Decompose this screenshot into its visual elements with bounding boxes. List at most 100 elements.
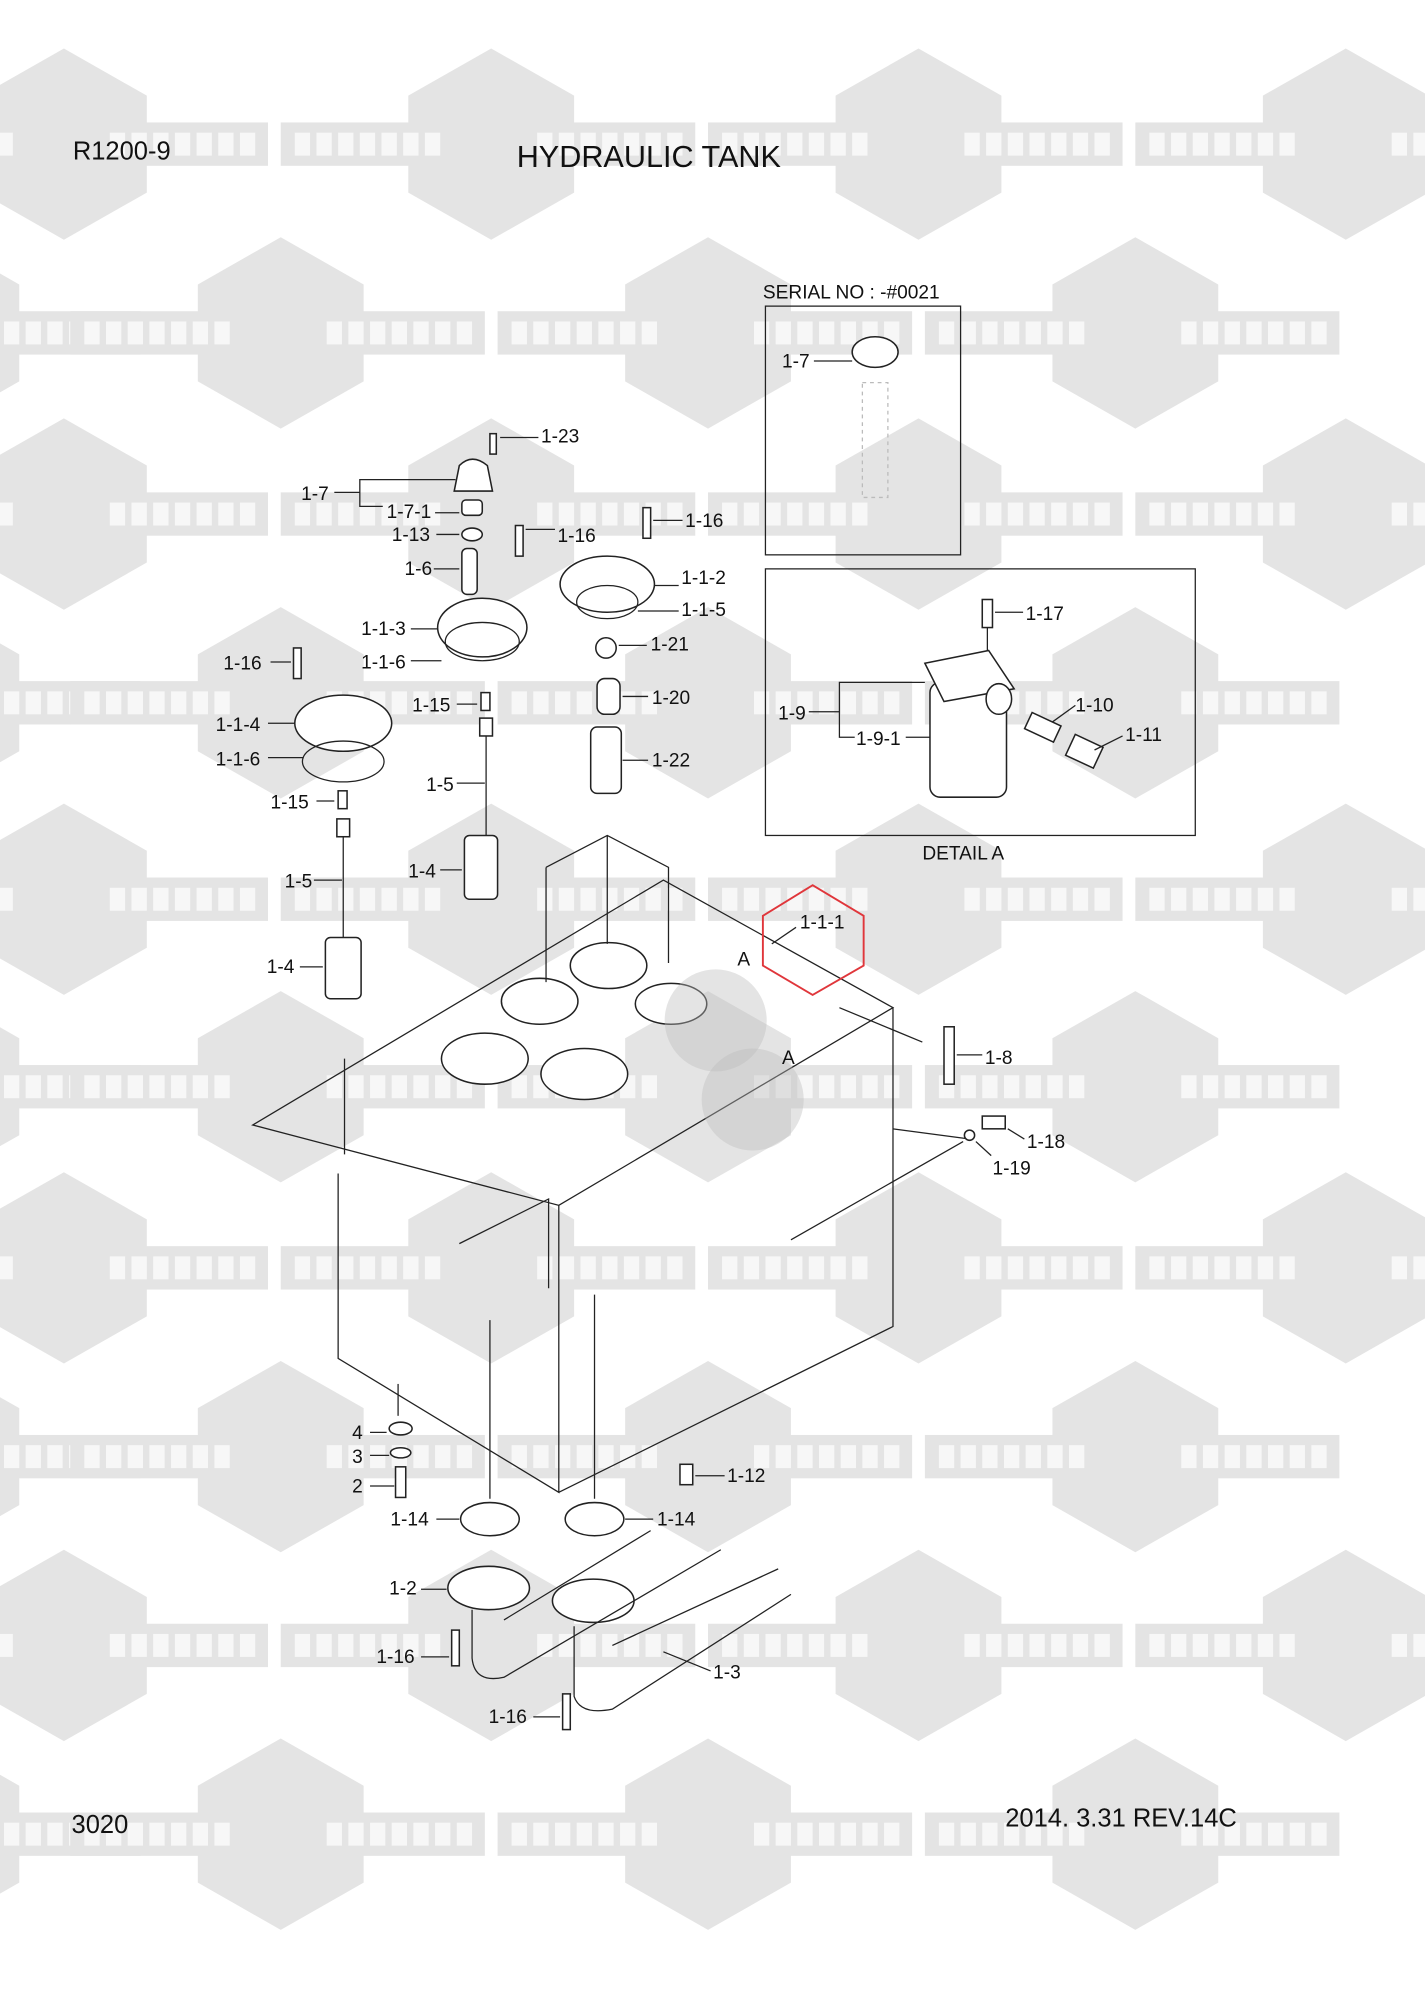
watermark-lettering: [105, 1445, 122, 1469]
watermark-lettering: [819, 1445, 835, 1469]
callout: 1-10: [1075, 696, 1113, 717]
watermark-lettering: [1202, 1075, 1219, 1099]
revision-label: 2014. 3.31 REV.14C: [1005, 1805, 1237, 1833]
watermark-lettering: [645, 1633, 661, 1657]
watermark-lettering: [960, 1445, 976, 1469]
watermark-lettering: [722, 502, 738, 526]
watermark-lettering: [0, 132, 13, 156]
watermark-lettering: [1279, 132, 1295, 156]
watermark-lettering: [1202, 321, 1219, 345]
callout: 1-12: [727, 1466, 765, 1487]
watermark-lettering: [1224, 321, 1240, 345]
watermark-lettering: [667, 887, 683, 911]
watermark-lettering: [47, 1822, 63, 1846]
watermark-lettering: [743, 887, 760, 911]
watermark-lettering: [127, 321, 143, 345]
watermark-lettering: [391, 1822, 408, 1846]
watermark-lettering: [884, 691, 900, 715]
watermark-lettering: [1311, 1822, 1327, 1846]
watermark-lettering: [1236, 132, 1252, 156]
watermark-lettering: [3, 691, 20, 715]
watermark-lettering: [1025, 321, 1041, 345]
watermark-lettering: [153, 132, 169, 156]
watermark-lettering: [109, 1256, 126, 1280]
callout: 4: [352, 1423, 363, 1444]
watermark-lettering: [1257, 887, 1274, 911]
watermark-lettering: [1025, 1445, 1041, 1469]
watermark-lettering: [641, 1075, 658, 1099]
breather-part: [851, 335, 899, 369]
watermark-lettering: [149, 1075, 165, 1099]
watermark-lettering: [294, 1633, 311, 1657]
watermark-lettering: [0, 1633, 13, 1657]
watermark-lettering: [765, 1256, 781, 1280]
watermark-lettering: [537, 887, 553, 911]
watermark-lettering: [753, 1075, 770, 1099]
watermark-lettering: [3, 321, 20, 345]
watermark-lettering: [852, 1256, 868, 1280]
watermark-lettering: [558, 887, 575, 911]
watermark-lettering: [424, 132, 441, 156]
watermark-lettering: [1192, 1256, 1209, 1280]
watermark-lettering: [1072, 1256, 1089, 1280]
watermark-lettering: [623, 502, 640, 526]
watermark-lettering: [1149, 1633, 1165, 1657]
watermark-lettering: [218, 502, 234, 526]
watermark-lettering: [1149, 132, 1165, 156]
callout: 3: [352, 1447, 363, 1468]
watermark-lettering: [131, 1256, 147, 1280]
highlight-hexagon: [761, 884, 865, 997]
watermark-lettering: [370, 1822, 386, 1846]
watermark-lettering: [171, 1075, 187, 1099]
watermark-lettering: [840, 1445, 856, 1469]
watermark-lettering: [435, 321, 451, 345]
watermark-lettering: [381, 132, 397, 156]
watermark-lettering: [775, 1822, 791, 1846]
watermark-lettering: [370, 1445, 386, 1469]
watermark-lettering: [1236, 1633, 1252, 1657]
watermark-lettering: [641, 1445, 658, 1469]
watermark-lettering: [576, 1822, 592, 1846]
callout: 2: [352, 1476, 363, 1497]
watermark-lettering: [174, 1256, 191, 1280]
watermark-lettering: [214, 1075, 230, 1099]
watermark-lettering: [620, 1822, 636, 1846]
watermark-lettering: [196, 502, 212, 526]
watermark-logo: [1052, 1360, 1219, 1553]
detail-a-title: DETAIL A: [922, 844, 1004, 865]
watermark-lettering: [645, 132, 661, 156]
watermark-lettering: [316, 1256, 332, 1280]
watermark-lettering: [862, 1822, 878, 1846]
page-title: HYDRAULIC TANK: [517, 140, 782, 174]
watermark-lettering: [413, 1822, 429, 1846]
watermark-logo: [625, 237, 791, 429]
watermark-lettering: [537, 1256, 553, 1280]
watermark-lettering: [884, 1445, 900, 1469]
watermark-lettering: [1311, 321, 1327, 345]
watermark-lettering: [1267, 321, 1284, 345]
watermark-lettering: [1149, 502, 1165, 526]
callout: 1-6: [404, 559, 432, 580]
callout: 1-1-4: [216, 715, 261, 736]
watermark-lettering: [602, 502, 618, 526]
watermark-lettering: [558, 132, 575, 156]
watermark-lettering: [667, 1633, 683, 1657]
watermark-lettering: [391, 691, 408, 715]
watermark-lettering: [1214, 502, 1230, 526]
watermark-logo: [625, 1738, 791, 1930]
watermark-lettering: [131, 132, 147, 156]
watermark-logo: [0, 418, 147, 610]
watermark-lettering: [424, 1256, 441, 1280]
watermark-lettering: [775, 1445, 791, 1469]
watermark-lettering: [391, 1075, 408, 1099]
watermark-lettering: [830, 132, 846, 156]
watermark-lettering: [1094, 1633, 1110, 1657]
watermark-lettering: [3, 1822, 20, 1846]
watermark-lettering: [938, 1445, 955, 1469]
serial-label: SERIAL NO : -#0021: [763, 282, 940, 303]
watermark-lettering: [359, 1633, 376, 1657]
watermark-lettering: [819, 691, 835, 715]
callout: 1-2: [389, 1578, 417, 1599]
watermark-lettering: [105, 691, 122, 715]
watermark-lettering: [348, 1822, 364, 1846]
